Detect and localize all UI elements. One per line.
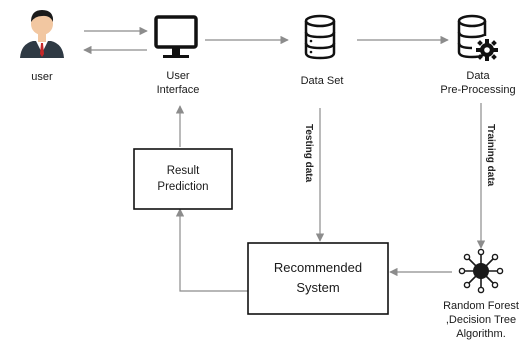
recommended-label-line1: Recommended [274,260,362,275]
preprocessing-node: Data Pre-Processing [440,14,516,96]
recommended-system-node: Recommended System [247,242,389,315]
ui-node: User Interface [154,15,200,96]
user-node: user [20,10,64,83]
recommended-system-box [247,242,389,315]
training-data-label: Training data [485,124,496,187]
testing-data-label: Testing data [303,124,314,183]
database-icon [304,14,336,60]
dataset-label: Data Set [301,75,344,87]
user-label: user [31,71,53,83]
algorithm-label-line1: Random Forest [443,300,519,312]
preprocessing-label-line1: Data [466,70,490,82]
network-hub-icon [458,248,504,294]
result-label-line2: Prediction [157,181,208,193]
preprocessing-label-line2: Pre-Processing [440,84,515,96]
result-prediction-box [133,148,233,210]
monitor-icon [154,15,198,58]
edges [83,26,486,292]
algorithm-node: Random Forest ,Decision Tree Algorithm. [443,248,519,340]
algorithm-label-line2: ,Decision Tree [446,314,516,326]
result-prediction-node: Result Prediction [133,148,233,210]
edge-recommended-to-result [175,208,248,292]
ui-label-line1: User [166,70,190,82]
result-label-line1: Result [167,165,200,177]
recommended-label-line2: System [296,280,339,295]
algorithm-label-line3: Algorithm. [456,328,506,340]
ui-label-line2: Interface [157,84,200,96]
database-gear-icon [457,14,498,61]
user-icon [20,10,64,58]
dataset-node: Data Set [301,14,344,87]
